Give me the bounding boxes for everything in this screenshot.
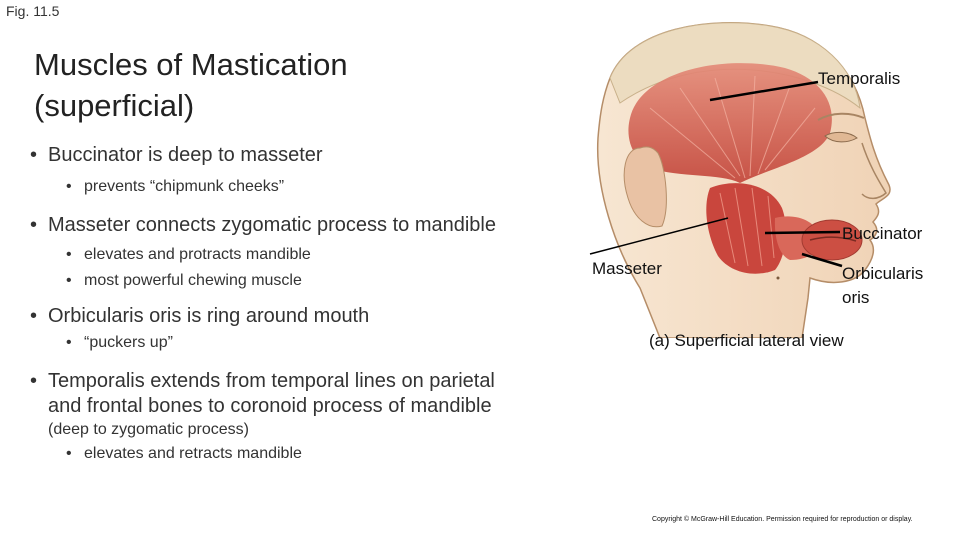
- bullet-text: extends from temporal lines on parietal: [144, 370, 495, 392]
- leader-buccinator: [764, 230, 841, 235]
- figure-label: Fig. 11.5: [6, 3, 60, 19]
- leader-masseter: [589, 217, 729, 255]
- label-orbicularis-oris: Orbicularis oris: [842, 262, 923, 310]
- sub-bullet: elevates and protracts mandible: [30, 242, 590, 268]
- eyebrow: [817, 112, 865, 121]
- bullet-text: is ring around mouth: [181, 305, 370, 327]
- label-temporalis: Temporalis: [818, 69, 901, 88]
- title-line-2: (superficial): [34, 88, 195, 123]
- sub-bullet: prevents “chipmunk cheeks”: [30, 174, 590, 200]
- nose: [861, 142, 887, 200]
- eye: [824, 131, 858, 143]
- chin-dimple: [776, 276, 780, 280]
- bullet-buccinator: Buccinator is deep to masseter: [30, 143, 590, 168]
- label-buccinator: Buccinator: [842, 224, 923, 243]
- leader-orbicularis: [801, 252, 843, 268]
- sub-bullet: “puckers up”: [30, 330, 590, 356]
- bullet-list: Buccinator is deep to masseter prevents …: [30, 143, 590, 467]
- bullet-text: connects zygomatic process to mandible: [130, 214, 496, 236]
- bullet-temporalis: Temporalis extends from temporal lines o…: [30, 369, 590, 394]
- leader-temporalis: [709, 80, 819, 102]
- bullet-continuation: and frontal bones to coronoid process of…: [48, 395, 492, 417]
- bullet-masseter: Masseter connects zygomatic process to m…: [30, 213, 590, 238]
- figure-caption: (a) Superficial lateral view: [649, 331, 844, 350]
- title-line-1: Muscles of Mastication: [34, 47, 348, 82]
- term-temporalis: Temporalis: [48, 370, 145, 392]
- sub-bullet: elevates and retracts mandible: [30, 441, 590, 467]
- label-masseter: Masseter: [592, 259, 662, 278]
- ear: [623, 146, 667, 228]
- masseter-muscle: [706, 183, 786, 274]
- sub-bullet: most powerful chewing muscle: [30, 268, 590, 294]
- orbicularis-oris-muscle: [801, 219, 863, 261]
- bullet-note: (deep to zygomatic process): [48, 421, 249, 438]
- term-buccinator: Buccinator: [48, 144, 143, 166]
- slide-title: Muscles of Mastication (superficial): [34, 44, 454, 126]
- bullet-text: is deep to masseter: [142, 144, 323, 166]
- head-illustration: [589, 22, 891, 338]
- temporalis-muscle: [628, 63, 832, 183]
- copyright-notice: Copyright © McGraw-Hill Education. Permi…: [652, 516, 913, 523]
- bullet-orbicularis: Orbicularis oris is ring around mouth: [30, 304, 590, 329]
- label-orbicularis-line-1: Orbicularis: [842, 264, 924, 283]
- term-masseter: Masseter: [48, 214, 131, 236]
- label-orbicularis-line-2: oris: [842, 288, 870, 307]
- mouth-line: [809, 236, 857, 242]
- term-orbicularis: Orbicularis oris: [48, 305, 182, 327]
